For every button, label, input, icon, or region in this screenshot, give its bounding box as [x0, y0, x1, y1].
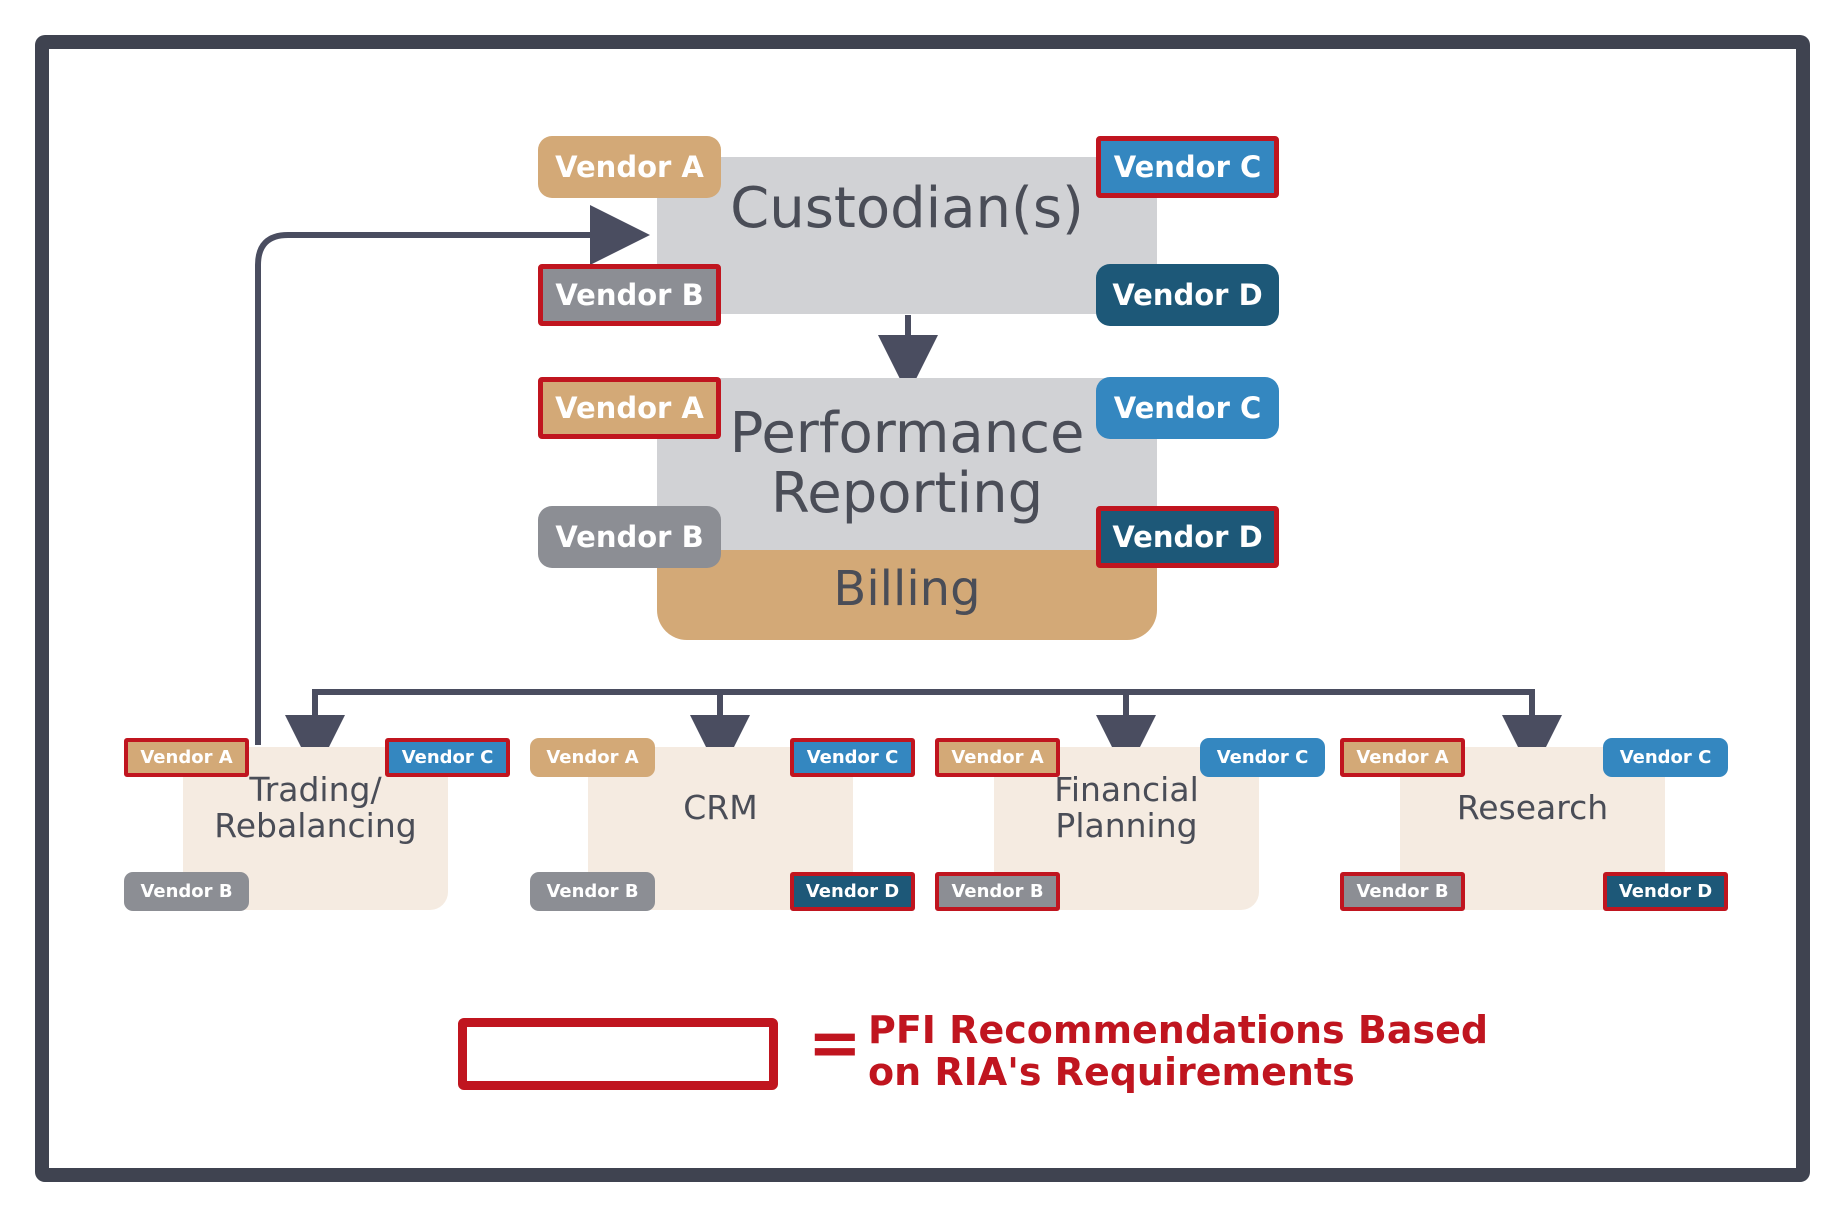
crm-label: CRM: [683, 787, 758, 827]
research-vendor-a: Vendor A: [1340, 738, 1465, 777]
performance-reporting-label-line2: Reporting: [770, 461, 1044, 526]
trading-vendor-c: Vendor C: [385, 738, 510, 777]
performance-vendor-b: Vendor B: [538, 506, 721, 568]
custodians-vendor-b: Vendor B: [538, 264, 721, 326]
crm-vendor-c: Vendor C: [790, 738, 915, 777]
trading-vendor-a: Vendor A: [124, 738, 249, 777]
performance-reporting-label-line1: Performance: [729, 400, 1085, 466]
research-vendor-b: Vendor B: [1340, 872, 1465, 911]
trading-label-line2: Rebalancing: [214, 805, 417, 845]
performance-reporting-box: Performance Reporting: [657, 378, 1157, 550]
legend-outline-swatch: [458, 1018, 778, 1090]
billing-label: Billing: [833, 561, 981, 618]
performance-vendor-a: Vendor A: [538, 377, 721, 439]
financial-planning-vendor-c: Vendor C: [1200, 738, 1325, 777]
crm-vendor-b: Vendor B: [530, 872, 655, 911]
crm-vendor-a: Vendor A: [530, 738, 655, 777]
crm-vendor-d: Vendor D: [790, 872, 915, 911]
custodians-box: Custodian(s): [657, 157, 1157, 314]
research-vendor-d: Vendor D: [1603, 872, 1728, 911]
trading-vendor-b: Vendor B: [124, 872, 249, 911]
custodians-label: Custodian(s): [730, 176, 1084, 242]
legend-text-line2: on RIA's Requirements: [868, 1049, 1355, 1094]
financial-planning-label-line2: Planning: [1055, 805, 1198, 845]
financial-planning-vendor-b: Vendor B: [935, 872, 1060, 911]
financial-planning-label-line1: Financial: [1054, 769, 1199, 809]
performance-vendor-c: Vendor C: [1096, 377, 1279, 439]
legend-text-line1: PFI Recommendations Based: [868, 1008, 1489, 1052]
custodians-vendor-c: Vendor C: [1096, 136, 1279, 198]
financial-planning-vendor-a: Vendor A: [935, 738, 1060, 777]
performance-vendor-d: Vendor D: [1096, 506, 1279, 568]
custodians-vendor-a: Vendor A: [538, 136, 721, 198]
research-label: Research: [1456, 787, 1609, 827]
legend-equals-sign: =: [808, 1007, 862, 1081]
legend-text: PFI Recommendations Based on RIA's Requi…: [868, 1008, 1489, 1094]
billing-box: Billing: [657, 550, 1157, 640]
trading-label-line1: Trading/: [249, 769, 382, 809]
arrow-trading-to-custodians: [255, 205, 650, 745]
research-vendor-c: Vendor C: [1603, 738, 1728, 777]
custodians-vendor-d: Vendor D: [1096, 264, 1279, 326]
distribution-bus: [312, 689, 1535, 740]
